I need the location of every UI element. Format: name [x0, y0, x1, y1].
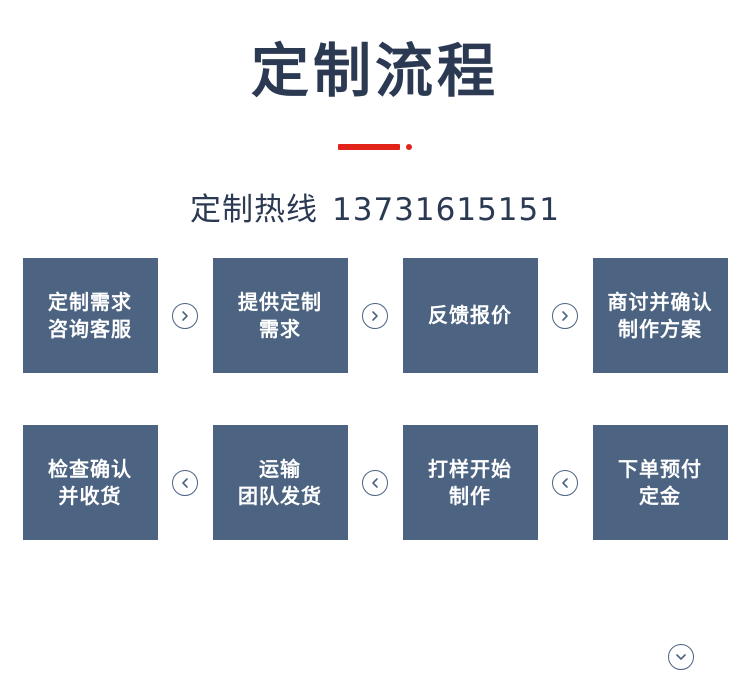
- hotline-number: 13731615151: [332, 192, 560, 228]
- flow-row-1: 定制需求 咨询客服 提供定制 需求: [0, 258, 750, 373]
- hotline-label: 定制热线: [190, 192, 319, 228]
- arrow-down-icon: [668, 644, 694, 670]
- flow-arrow-7: [158, 469, 213, 496]
- flow-step-5: 下单预付 定金: [592, 425, 728, 540]
- flow-step-8-line-1: 检查确认: [48, 456, 132, 481]
- flow-step-1: 定制需求 咨询客服: [22, 258, 158, 373]
- divider-dot: [406, 143, 412, 150]
- flow-step-2: 提供定制 需求: [212, 258, 348, 373]
- flow-step-5-line-2: 定金: [639, 483, 681, 508]
- arrow-right-icon: [362, 302, 388, 329]
- flow-step-4-line-1: 商讨并确认: [607, 289, 713, 314]
- customization-flow-page: 定制流程 定制热线 13731615151 定制需求 咨询客服 提供定制: [0, 37, 750, 670]
- flow-step-7-line-2: 团队发货: [238, 483, 322, 508]
- flow-step-5-line-1: 下单预付: [618, 456, 702, 481]
- flow-step-6-line-2: 制作: [449, 483, 491, 508]
- flow-step-4-line-2: 制作方案: [618, 316, 702, 341]
- flow-diagram: 定制需求 咨询客服 提供定制 需求: [0, 258, 750, 670]
- flow-step-8-line-2: 并收货: [58, 483, 122, 508]
- arrow-left-icon: [362, 469, 388, 496]
- flow-arrow-down-wrap: [0, 631, 750, 683]
- divider-bar: [338, 143, 400, 150]
- flow-step-2-line-2: 需求: [259, 316, 301, 341]
- flow-step-3-line-1: 反馈报价: [428, 303, 512, 327]
- page-title: 定制流程: [250, 37, 499, 105]
- arrow-right-icon: [552, 302, 578, 329]
- flow-step-8: 检查确认 并收货: [22, 425, 158, 540]
- flow-step-7: 运输 团队发货: [212, 425, 348, 540]
- title-divider: [0, 138, 750, 150]
- flow-arrow-1: [158, 302, 213, 329]
- flow-step-1-line-2: 咨询客服: [48, 316, 132, 341]
- flow-step-4: 商讨并确认 制作方案: [592, 258, 728, 373]
- flow-step-6: 打样开始 制作: [402, 425, 538, 540]
- flow-arrow-3: [538, 302, 593, 329]
- flow-step-2-line-1: 提供定制: [238, 289, 322, 314]
- hotline: 定制热线 13731615151: [0, 184, 750, 229]
- flow-step-7-line-1: 运输: [259, 456, 301, 481]
- arrow-left-icon: [172, 469, 198, 496]
- flow-step-3: 反馈报价: [402, 258, 538, 373]
- flow-arrow-5: [538, 469, 593, 496]
- flow-step-1-line-1: 定制需求: [48, 289, 132, 314]
- arrow-right-icon: [172, 302, 198, 329]
- flow-arrow-2: [348, 302, 403, 329]
- flow-step-6-line-1: 打样开始: [428, 456, 512, 481]
- arrow-left-icon: [552, 469, 578, 496]
- flow-arrow-6: [348, 469, 403, 496]
- flow-row-2: 检查确认 并收货 运输 团队发货: [0, 425, 750, 540]
